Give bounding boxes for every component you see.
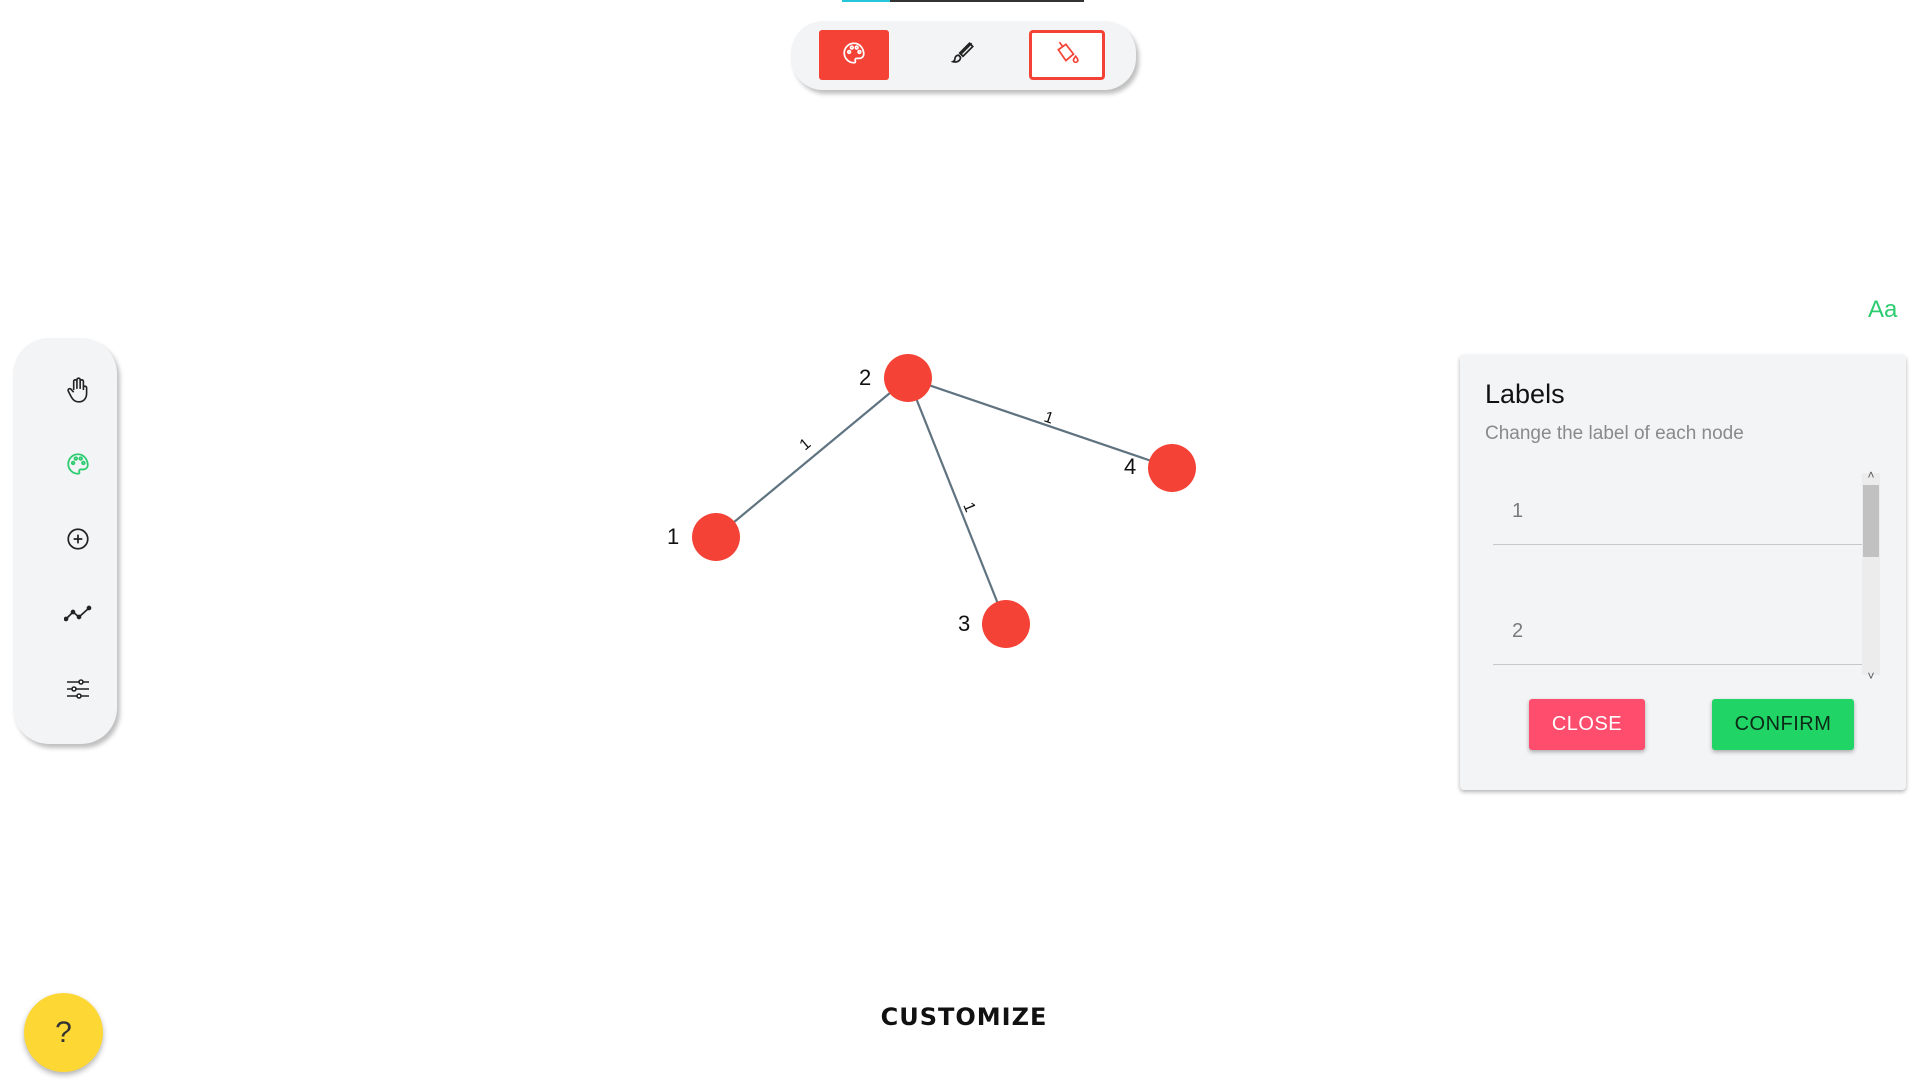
customize-title: CUSTOMIZE [0, 1003, 1920, 1031]
edge-weight: 1 [797, 435, 815, 454]
settings-button[interactable] [50, 669, 106, 713]
scroll-up-icon[interactable]: ˄ [1867, 468, 1875, 482]
edge-weight: 1 [959, 500, 978, 515]
left-toolbar [13, 338, 117, 744]
edges [715, 376, 1173, 625]
field-value: 2 [1512, 620, 1524, 642]
brush-icon [950, 40, 976, 71]
label-list: 1 2 [1460, 470, 1906, 680]
customize-label: CUSTOMIZE [880, 1003, 1048, 1031]
node-label: 1 [667, 524, 679, 549]
brush-button[interactable] [928, 30, 998, 80]
scrollbar-thumb[interactable] [1863, 485, 1879, 557]
line-chart-icon [63, 602, 92, 631]
scroll-down-icon[interactable]: ˅ [1867, 669, 1875, 683]
node-label: 4 [1124, 454, 1136, 479]
sliders-icon [65, 677, 91, 706]
help-icon: ? [55, 1015, 72, 1049]
palette-icon [65, 451, 91, 482]
fill-button[interactable] [1029, 30, 1105, 80]
panel-subtitle: Change the label of each node [1485, 423, 1744, 444]
palette-icon [841, 40, 867, 71]
node-label-field[interactable]: 1 [1493, 475, 1864, 545]
hand-icon [65, 376, 91, 409]
add-circle-icon [65, 526, 91, 557]
field-value: 1 [1512, 500, 1524, 522]
help-button[interactable]: ? [24, 993, 103, 1072]
nodes [692, 354, 1196, 648]
color-tool-button[interactable] [50, 444, 106, 488]
node-3[interactable] [982, 600, 1030, 648]
node-4[interactable] [1148, 444, 1196, 492]
close-button[interactable]: CLOSE [1529, 699, 1645, 750]
paint-bucket-icon [1054, 40, 1080, 71]
add-edge-button[interactable] [50, 594, 106, 638]
palette-button[interactable] [819, 30, 889, 80]
progress-accent [842, 0, 890, 2]
font-toggle-button[interactable]: Aa [1868, 296, 1898, 323]
edge-2-3[interactable] [906, 377, 1008, 625]
node-2[interactable] [884, 354, 932, 402]
node-1[interactable] [692, 513, 740, 561]
edge-2-4[interactable] [907, 376, 1173, 470]
labels-panel: Labels Change the label of each node 1 2… [1460, 355, 1906, 790]
pan-tool-button[interactable] [50, 370, 106, 414]
confirm-button[interactable]: CONFIRM [1712, 699, 1854, 750]
add-node-button[interactable] [50, 519, 106, 563]
node-label: 2 [859, 365, 871, 390]
node-label: 3 [958, 611, 970, 636]
node-labels: 1 2 3 4 [667, 365, 1136, 636]
top-toolbar [791, 21, 1136, 90]
panel-title: Labels [1485, 379, 1565, 409]
edge-weight: 1 [1042, 409, 1056, 428]
progress-line [842, 0, 1084, 2]
edge-2-1[interactable] [715, 377, 909, 538]
node-label-field[interactable]: 2 [1493, 595, 1864, 665]
